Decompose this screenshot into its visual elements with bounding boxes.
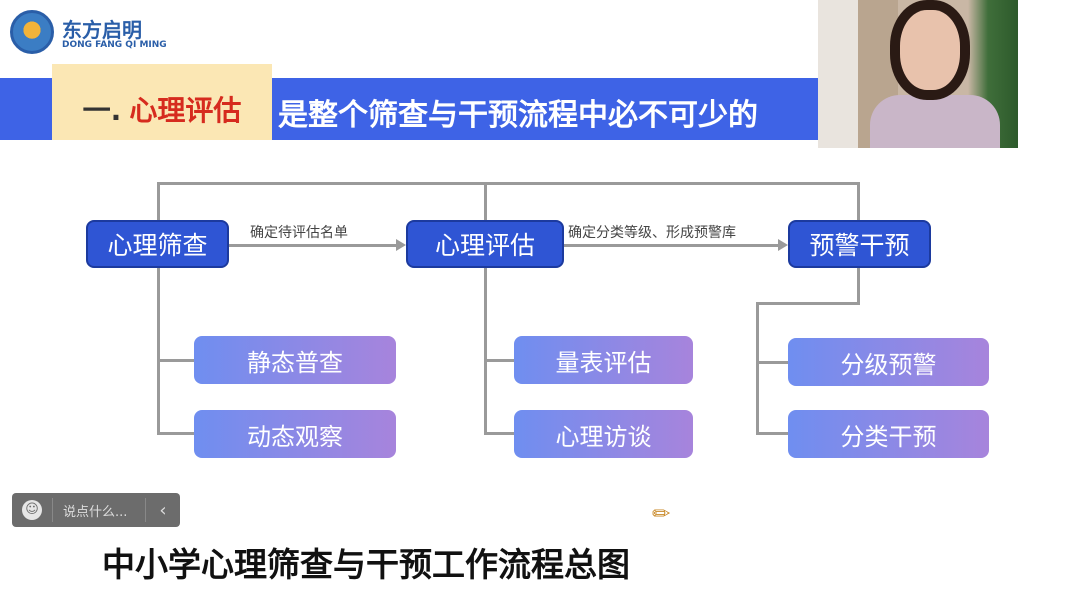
divider <box>52 498 53 522</box>
divider <box>145 498 146 522</box>
pencil-icon[interactable]: ✏ <box>652 502 671 527</box>
sub-node: 静态普查 <box>194 336 396 384</box>
node-screening: 心理筛查 <box>86 220 229 268</box>
connector <box>857 182 860 220</box>
chat-input[interactable]: 说点什么... <box>63 504 128 520</box>
connector <box>157 268 160 435</box>
connector <box>484 182 487 220</box>
connector <box>756 302 759 435</box>
connector <box>484 268 487 435</box>
sub-node: 心理访谈 <box>514 410 693 458</box>
title-text: 是整个筛查与干预流程中必不可少的 <box>278 98 758 133</box>
emoji-icon[interactable]: ☺ <box>22 500 42 520</box>
connector <box>157 182 859 185</box>
connector <box>157 432 194 435</box>
connector <box>157 359 194 362</box>
arrow-head-icon <box>396 239 406 251</box>
arrow-line <box>563 244 778 247</box>
arrow-label: 确定分类等级、形成预警库 <box>568 225 736 241</box>
brand-name: 东方启明 <box>62 18 142 42</box>
connector <box>756 302 860 305</box>
connector <box>157 182 160 220</box>
caption: 中小学心理筛查与干预工作流程总图 <box>102 545 630 584</box>
sub-node: 量表评估 <box>514 336 693 384</box>
collapse-chevron-icon[interactable]: ‹ <box>159 499 167 521</box>
title-highlight: 心理评估 <box>129 94 242 127</box>
connector <box>484 359 514 362</box>
connector <box>756 432 788 435</box>
sub-node: 动态观察 <box>194 410 396 458</box>
arrow-label: 确定待评估名单 <box>250 225 348 241</box>
chat-bar: ☺ 说点什么... ‹ <box>12 493 180 527</box>
presenter-face <box>900 10 960 90</box>
connector <box>857 268 860 304</box>
connector <box>756 361 788 364</box>
node-assessment: 心理评估 <box>406 220 564 268</box>
sub-node: 分类干预 <box>788 410 989 458</box>
logo-icon <box>10 10 54 54</box>
arrow-head-icon <box>778 239 788 251</box>
brand-sub: DONG FANG QI MING <box>62 40 167 50</box>
arrow-line <box>228 244 396 247</box>
title-number: 一. <box>82 94 122 127</box>
presenter-body <box>870 95 1000 148</box>
connector <box>484 432 514 435</box>
title-tab: 一.心理评估 <box>52 64 272 140</box>
node-intervention: 预警干预 <box>788 220 931 268</box>
sub-node: 分级预警 <box>788 338 989 386</box>
